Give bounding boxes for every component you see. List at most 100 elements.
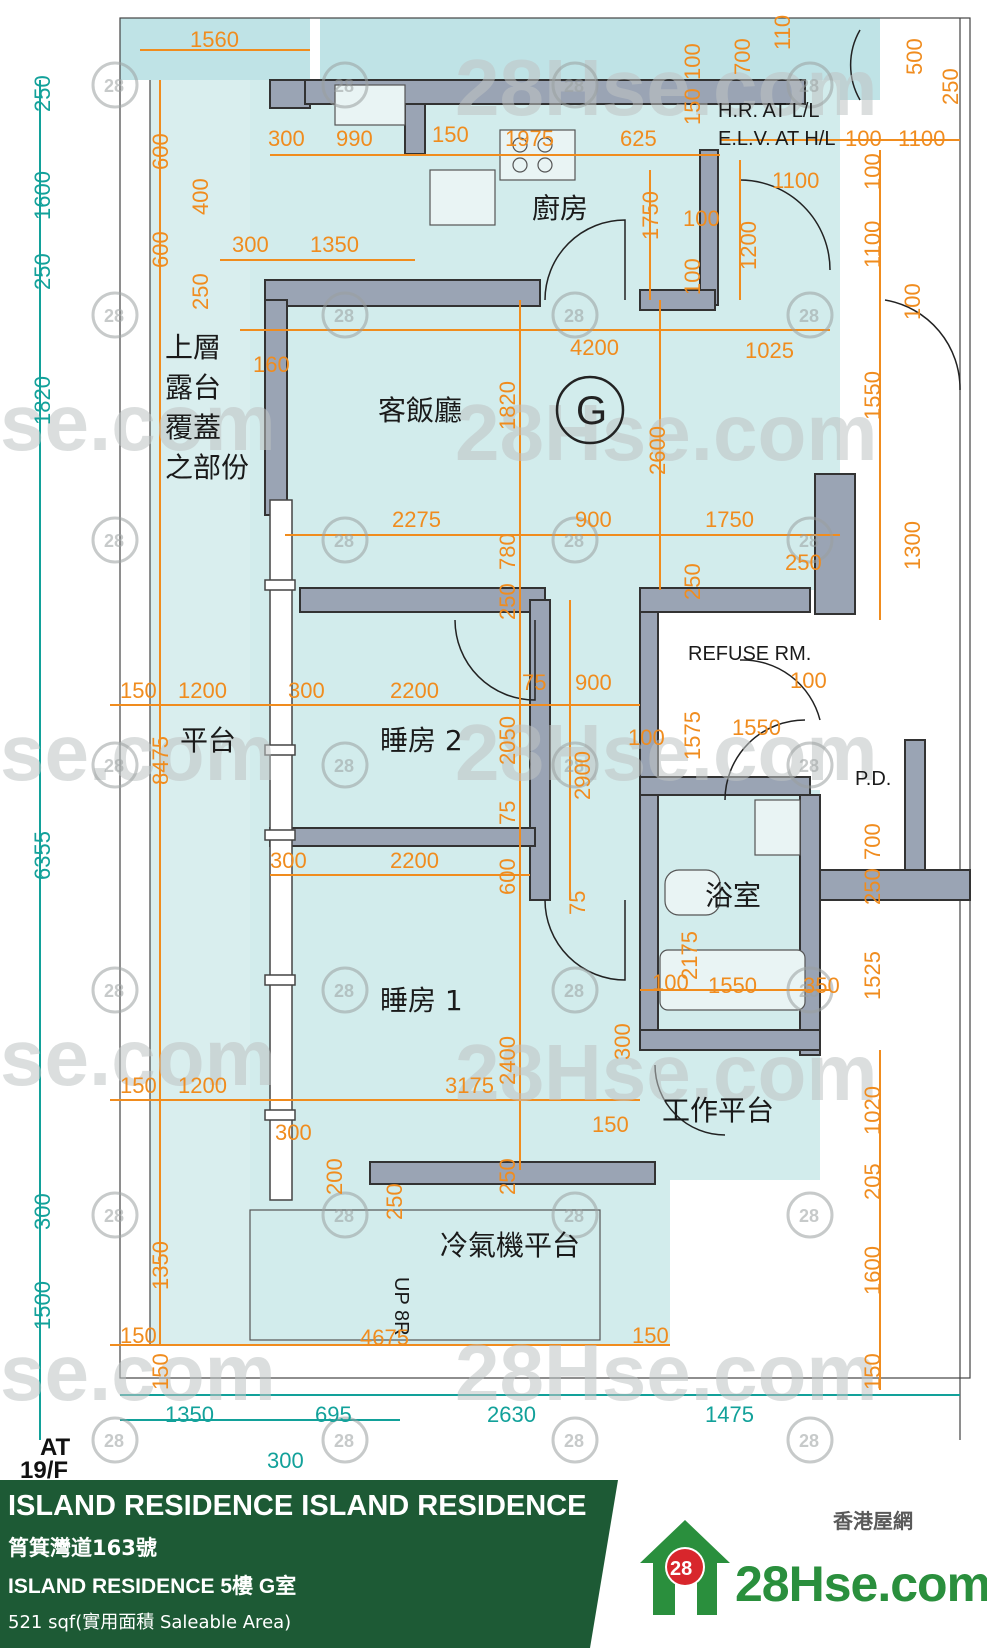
svg-text:28: 28 xyxy=(334,306,354,326)
dim-text: 250 xyxy=(680,563,705,600)
dim-text: 1820 xyxy=(495,381,520,430)
room-bathroom: 浴室 xyxy=(705,879,761,912)
dim-text: 150 xyxy=(120,1323,157,1348)
room-refuse: REFUSE RM. xyxy=(688,643,811,665)
svg-text:28: 28 xyxy=(670,1558,692,1580)
unit-marker-circle xyxy=(555,375,625,445)
dim-text: 300 xyxy=(232,232,269,257)
dim-text: 990 xyxy=(336,126,373,151)
dim-text: 900 xyxy=(575,670,612,695)
room-bedroom-1: 睡房 1 xyxy=(380,984,463,1017)
teal-dimension-texts: 250 1600 250 1820 6355 300 1500 1350 695… xyxy=(30,75,754,1473)
dim-text: 150 xyxy=(592,1112,629,1137)
unit-marker: G xyxy=(576,389,607,433)
dim-text: 75 xyxy=(565,891,590,915)
watermark-side-text: se.com xyxy=(0,378,276,467)
dim-text: 700 xyxy=(730,38,755,75)
dim-text: 100 xyxy=(860,153,885,190)
dim-text: 1020 xyxy=(860,1086,885,1135)
watermark-text: 28Hse.com xyxy=(455,388,877,477)
dim-text: 150 xyxy=(680,88,705,125)
dim-text: 1525 xyxy=(860,951,885,1000)
svg-text:28: 28 xyxy=(799,531,819,551)
dim-text: 250 xyxy=(785,550,822,575)
dim-text: 150 xyxy=(632,1323,669,1348)
dim-text: 300 xyxy=(270,848,307,873)
window-strip xyxy=(264,499,296,1201)
dim-text: 1475 xyxy=(705,1402,754,1427)
svg-text:28: 28 xyxy=(799,1431,819,1451)
dim-text: 100 xyxy=(900,283,925,320)
svg-text:28: 28 xyxy=(564,756,584,776)
dim-text: 1100 xyxy=(898,126,945,151)
dim-text: 1200 xyxy=(178,1073,227,1098)
dim-text: 100 xyxy=(683,206,720,231)
brand-chinese-name: 香港屋網 xyxy=(833,1509,913,1533)
dim-text: 100 xyxy=(790,668,827,693)
door-arcs xyxy=(454,29,961,1136)
dim-text: 1575 xyxy=(680,711,705,760)
svg-text:28: 28 xyxy=(334,756,354,776)
floor-note-1: AT xyxy=(40,1434,71,1461)
dim-text: 1100 xyxy=(860,221,885,268)
watermark-badge-icon: 28 xyxy=(321,291,369,339)
dim-text: 1975 xyxy=(505,126,554,151)
dim-text: 300 xyxy=(275,1120,312,1145)
watermark-text: 28Hse.com xyxy=(455,708,877,797)
room-labels: 廚房 客飯廳 G 睡房 2 睡房 1 浴室 工作平台 冷氣機平台 平台 上層 露… xyxy=(20,100,891,1480)
upper-terrace-note-1: 上層 xyxy=(165,331,221,364)
watermark-side-text: se.com xyxy=(0,1013,276,1102)
svg-text:28: 28 xyxy=(799,756,819,776)
brand-logo: 香港屋網 28 28Hse.com xyxy=(635,1495,987,1635)
dim-text: 300 xyxy=(288,678,325,703)
dim-text: 150 xyxy=(120,678,157,703)
dim-text: 250 xyxy=(495,583,520,620)
dim-text: 1550 xyxy=(860,371,885,420)
dim-text: 1200 xyxy=(736,221,761,270)
dim-text: 1750 xyxy=(638,191,663,240)
dim-text: 250 xyxy=(188,273,213,310)
dim-text: 2400 xyxy=(495,1036,520,1085)
dim-text: 1550 xyxy=(708,973,757,998)
dim-text: 300 xyxy=(267,1448,304,1473)
watermark-badge-icon: 28 xyxy=(91,741,139,789)
dim-text: 4200 xyxy=(570,335,619,360)
dim-text: 2200 xyxy=(390,678,439,703)
svg-text:28: 28 xyxy=(799,1206,819,1226)
watermark-badge-icon: 28 xyxy=(91,1191,139,1239)
room-work-platform: 工作平台 xyxy=(662,1094,774,1127)
svg-text:28: 28 xyxy=(334,76,354,96)
dim-text: 1350 xyxy=(165,1402,214,1427)
dim-text: 300 xyxy=(30,1193,55,1230)
watermark-badge-icon: 28 xyxy=(551,966,599,1014)
dim-text: 1300 xyxy=(900,521,925,570)
dim-text: 6355 xyxy=(30,831,55,880)
svg-text:28: 28 xyxy=(104,531,124,551)
estate-address: 筲箕灣道163號 xyxy=(8,1536,157,1560)
hr-label: H.R. AT L/L xyxy=(718,100,820,122)
dim-text: 150 xyxy=(120,1073,157,1098)
dim-text: 1200 xyxy=(178,678,227,703)
svg-text:28: 28 xyxy=(334,981,354,1001)
dim-text: 300 xyxy=(610,1023,635,1060)
dim-text: 1750 xyxy=(705,507,754,532)
dim-text: 1100 xyxy=(772,168,819,193)
dim-text: 2900 xyxy=(570,751,595,800)
svg-text:28: 28 xyxy=(334,1206,354,1226)
dim-text: 250 xyxy=(30,75,55,112)
svg-text:28: 28 xyxy=(334,1431,354,1451)
watermark-badge-icon: 28 xyxy=(551,516,599,564)
dim-text: 150 xyxy=(432,122,469,147)
house-logo-icon: 28 xyxy=(640,1520,730,1615)
dim-text: 2630 xyxy=(487,1402,536,1427)
dim-text: 1820 xyxy=(30,376,55,425)
floor-note-2: 19/F xyxy=(20,1457,68,1480)
unit-info: ISLAND RESIDENCE 5樓 G室 xyxy=(8,1575,297,1598)
watermark-badge-icon: 28 xyxy=(91,966,139,1014)
svg-text:28: 28 xyxy=(104,306,124,326)
room-ac-platform: 冷氣機平台 xyxy=(440,1229,580,1262)
svg-text:28: 28 xyxy=(564,1431,584,1451)
watermark-badge-icon: 28 xyxy=(551,1191,599,1239)
watermark-badge-icon: 28 xyxy=(786,516,834,564)
dim-text: 250 xyxy=(938,68,963,105)
